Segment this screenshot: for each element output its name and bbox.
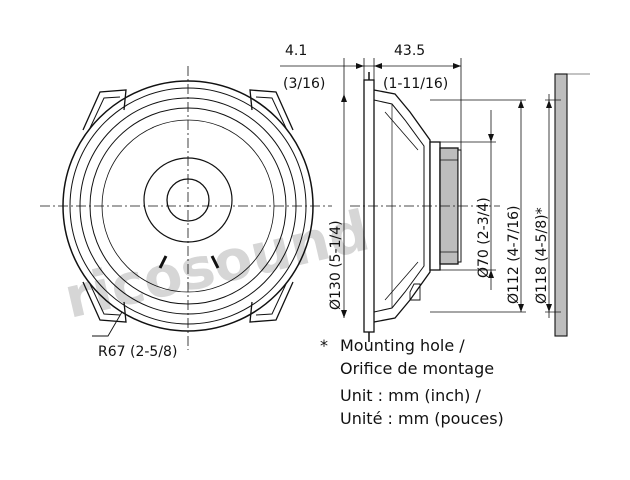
mounting-tab-top-right bbox=[249, 89, 294, 131]
mounting-tab-bottom-right bbox=[249, 281, 294, 323]
mounting-tab-top-left bbox=[82, 89, 127, 131]
mounting-tab-bottom-left bbox=[82, 281, 127, 323]
mounting-hole-note-en: Mounting hole / bbox=[340, 336, 465, 355]
front-view bbox=[40, 66, 332, 350]
side-terminal bbox=[409, 283, 421, 301]
radius-label: R67 (2-5/8) bbox=[98, 344, 177, 360]
mounting-wall bbox=[554, 73, 568, 337]
diameter-112-label: Ø112 (4-7/16) bbox=[506, 205, 522, 304]
flange-thickness-inch: (3/16) bbox=[283, 76, 325, 92]
unit-note-en: Unit : mm (inch) / bbox=[340, 386, 481, 405]
flange-thickness-mm: 4.1 bbox=[285, 43, 307, 59]
radius-leader bbox=[92, 311, 123, 337]
unit-note-fr: Unité : mm (pouces) bbox=[340, 409, 504, 428]
terminal-left bbox=[158, 255, 168, 269]
depth-inch: (1-11/16) bbox=[383, 76, 448, 92]
diameter-70-label: Ø70 (2-3/4) bbox=[476, 197, 492, 278]
side-view bbox=[280, 58, 590, 342]
asterisk-mark: * bbox=[320, 336, 328, 355]
depth-mm: 43.5 bbox=[394, 43, 425, 59]
diameter-118-label: Ø118 (4-5/8)* bbox=[534, 207, 550, 304]
diameter-130-label: Ø130 (5-1/4) bbox=[328, 220, 344, 310]
mounting-hole-note-fr: Orifice de montage bbox=[340, 359, 494, 378]
terminal-right bbox=[210, 255, 220, 269]
